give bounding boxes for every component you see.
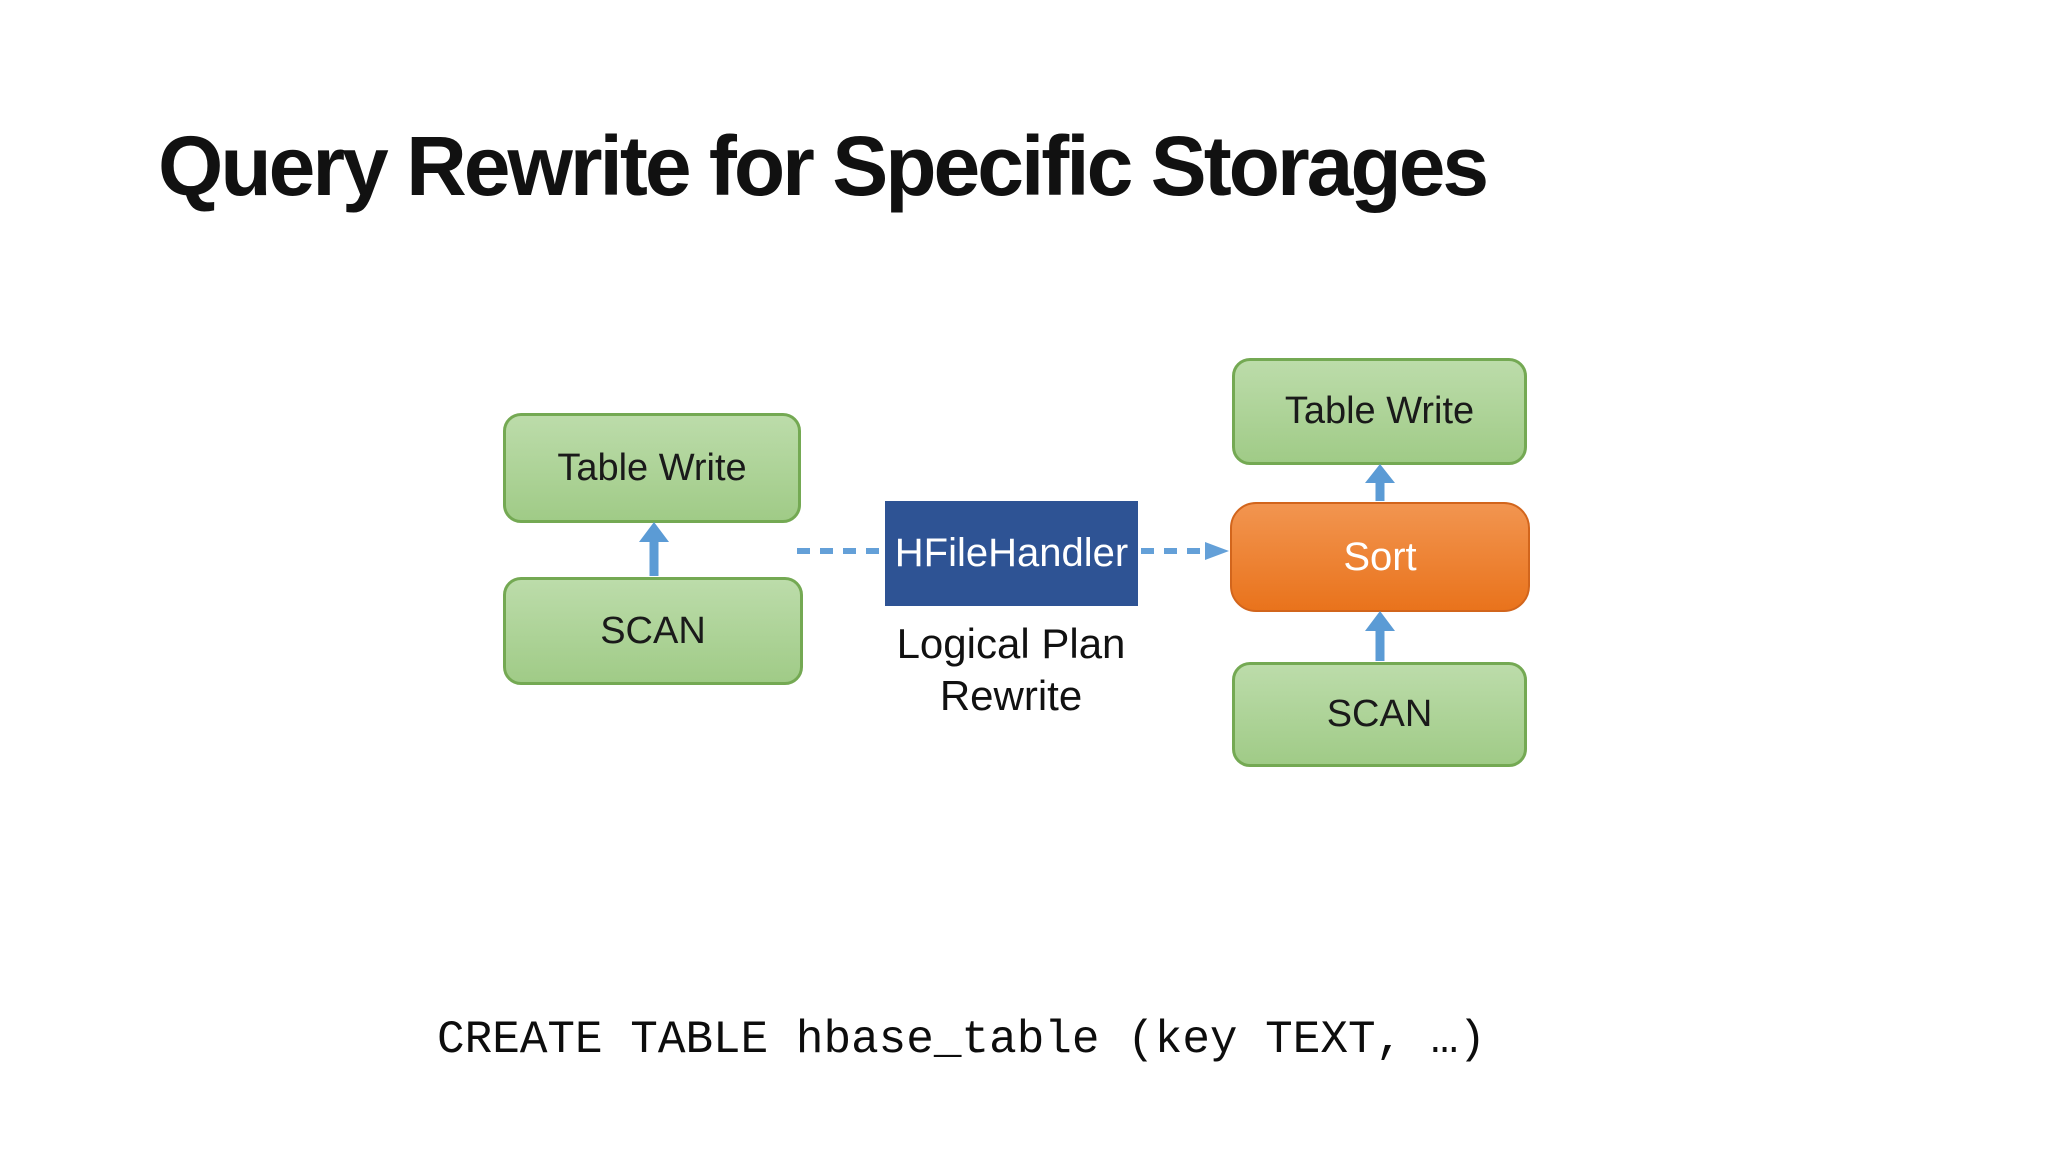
node-scan-right: SCAN xyxy=(1232,662,1527,767)
node-sort-label: Sort xyxy=(1343,534,1417,579)
handler-caption: Logical Plan Rewrite xyxy=(861,618,1161,722)
node-table-write-left-label: Table Write xyxy=(557,446,747,489)
node-hfilehandler: HFileHandler xyxy=(885,501,1138,606)
node-scan-left: SCAN xyxy=(503,577,803,685)
node-scan-left-label: SCAN xyxy=(600,609,706,652)
handler-caption-line1: Logical Plan xyxy=(896,620,1126,667)
dashed-line-icon xyxy=(797,548,879,554)
sql-code-block: CREATE TABLE hbase_table (key TEXT, …) I… xyxy=(437,893,1596,1152)
handler-caption-line2: Rewrite xyxy=(939,672,1083,719)
up-arrow-icon xyxy=(639,522,669,576)
dashed-arrow-icon xyxy=(1141,542,1229,560)
node-table-write-right-label: Table Write xyxy=(1284,390,1475,432)
node-table-write-right: Table Write xyxy=(1232,358,1527,465)
node-sort: Sort xyxy=(1230,502,1530,612)
up-arrow-icon xyxy=(1365,611,1395,661)
node-table-write-left: Table Write xyxy=(503,413,801,523)
sql-code-line-1: CREATE TABLE hbase_table (key TEXT, …) xyxy=(437,1014,1486,1066)
page-title: Query Rewrite for Specific Storages xyxy=(158,119,1489,213)
node-hfilehandler-label: HFileHandler xyxy=(894,531,1129,575)
node-scan-right-label: SCAN xyxy=(1326,693,1433,735)
up-arrow-icon xyxy=(1365,464,1395,501)
